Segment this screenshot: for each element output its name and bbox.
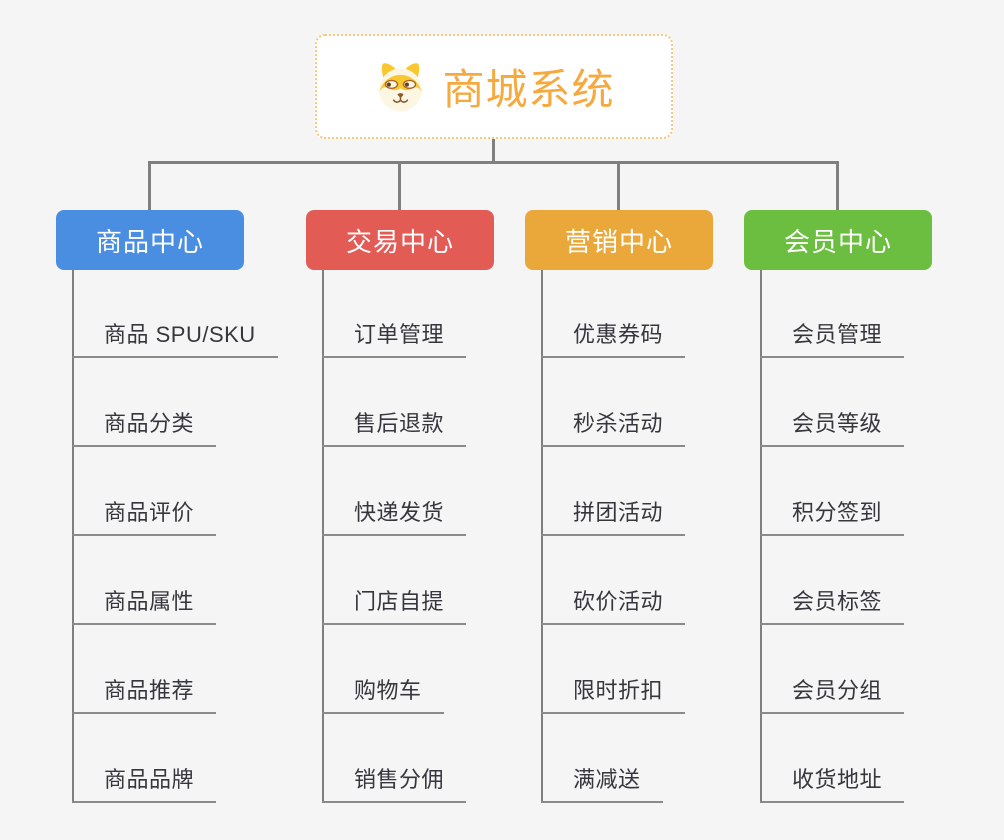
- child-node[interactable]: 商品分类: [72, 405, 217, 447]
- child-node[interactable]: 满减送: [541, 761, 663, 803]
- child-node[interactable]: 商品属性: [72, 583, 217, 625]
- connector-rail: [322, 270, 324, 803]
- child-node[interactable]: 销售分佣: [322, 761, 467, 803]
- branch-header-product-center[interactable]: 商品中心: [56, 210, 244, 270]
- connector-rail: [72, 270, 74, 803]
- child-node[interactable]: 商品推荐: [72, 672, 217, 714]
- shiba-dog-icon: [379, 63, 423, 112]
- connector-drop: [836, 161, 839, 210]
- branch-header-member-center[interactable]: 会员中心: [744, 210, 932, 270]
- connector-rail: [760, 270, 762, 803]
- child-node[interactable]: 积分签到: [760, 494, 905, 536]
- root-node-mall-system[interactable]: 商城系统: [315, 34, 673, 139]
- child-node[interactable]: 会员管理: [760, 316, 905, 358]
- child-node[interactable]: 会员分组: [760, 672, 905, 714]
- branch-header-trade-center[interactable]: 交易中心: [306, 210, 494, 270]
- child-node[interactable]: 收货地址: [760, 761, 905, 803]
- branch-header-marketing-center[interactable]: 营销中心: [525, 210, 713, 270]
- child-node[interactable]: 砍价活动: [541, 583, 686, 625]
- child-node[interactable]: 商品 SPU/SKU: [72, 316, 278, 358]
- child-node[interactable]: 秒杀活动: [541, 405, 686, 447]
- child-node[interactable]: 限时折扣: [541, 672, 686, 714]
- child-node[interactable]: 拼团活动: [541, 494, 686, 536]
- child-node[interactable]: 会员标签: [760, 583, 905, 625]
- child-node[interactable]: 商品评价: [72, 494, 217, 536]
- connector-drop: [148, 161, 151, 210]
- child-node[interactable]: 会员等级: [760, 405, 905, 447]
- child-node[interactable]: 快递发货: [322, 494, 467, 536]
- connector-rail: [541, 270, 543, 803]
- child-node[interactable]: 门店自提: [322, 583, 467, 625]
- child-node[interactable]: 售后退款: [322, 405, 467, 447]
- connector-drop: [617, 161, 620, 210]
- child-node[interactable]: 购物车: [322, 672, 444, 714]
- child-node[interactable]: 订单管理: [322, 316, 467, 358]
- root-node-label: 商城系统: [442, 66, 615, 113]
- connector-root-stub: [492, 139, 495, 163]
- child-node[interactable]: 商品品牌: [72, 761, 217, 803]
- connector-drop: [398, 161, 401, 210]
- connector-horizontal-bus: [148, 161, 839, 164]
- child-node[interactable]: 优惠券码: [541, 316, 686, 358]
